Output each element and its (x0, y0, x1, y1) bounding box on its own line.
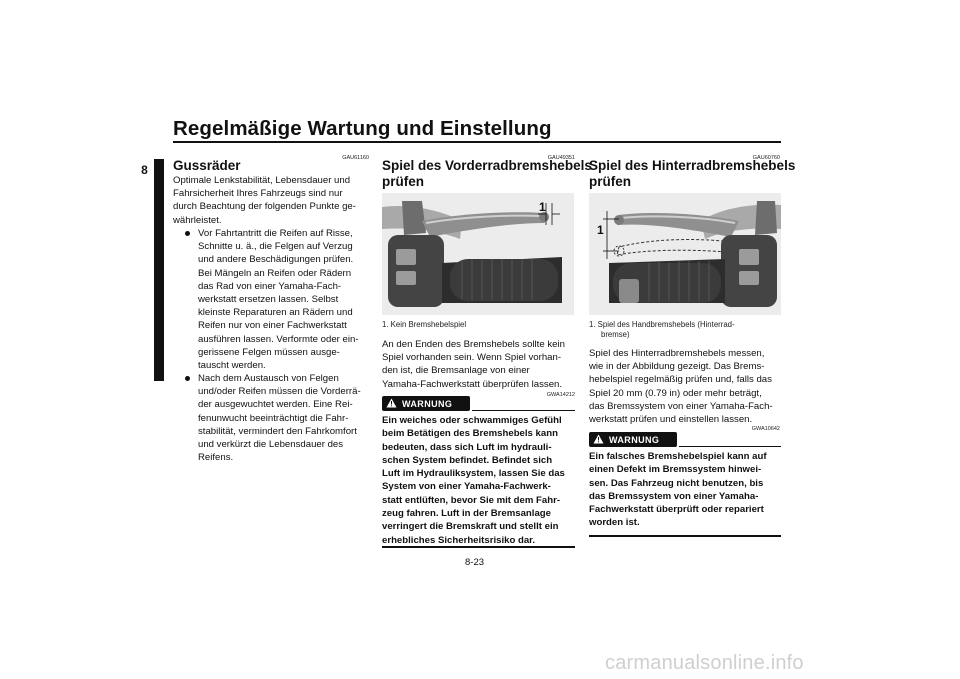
figure-front-brake-lever: 1 (382, 193, 574, 315)
warning-badge: WARNUNG (382, 396, 470, 411)
page-title: Regelmäßige Wartung und Einstellung (173, 117, 552, 140)
title-line: Spiel des Vorderradbremshebels (382, 158, 592, 173)
text-line: ausführen lassen. Verformte oder ein- (198, 333, 359, 345)
handlebar-illustration (382, 193, 574, 315)
figure-caption: 1. Spiel des Handbremshebels (Hinterrad-… (589, 320, 735, 340)
caption-line: bremse) (601, 330, 630, 339)
caption-line: 1. Spiel des Handbremshebels (Hinterrad- (589, 320, 735, 329)
text-line: werkstatt ersetzen lassen. Selbst (198, 294, 339, 306)
text-line: Fachwerkstatt überprüft oder repariert (589, 504, 764, 516)
warning-rule (679, 446, 781, 447)
text-line: erhebliches Sicherheitsrisiko dar. (382, 534, 536, 546)
warning-bottom-rule (589, 535, 781, 537)
warning-badge: WARNUNG (589, 432, 677, 447)
title-line: prüfen (382, 174, 424, 189)
text-line: beim Betätigen des Bremshebels kann (382, 428, 558, 440)
text-line: Luft im Hydrauliksystem, lassen Sie das (382, 468, 565, 480)
text-line: Optimale Lenkstabilität, Lebensdauer und (173, 175, 351, 186)
handlebar-illustration (589, 193, 781, 315)
title-line: prüfen (589, 174, 631, 189)
figure-callout-label: 1 (597, 223, 604, 237)
text-line: den ist, die Bremsanlage von einer (382, 365, 530, 377)
warning-rule (472, 410, 575, 411)
text-line: durch Beachtung der folgenden Punkte ge- (173, 201, 356, 213)
section-code: GAU61160 (342, 155, 369, 161)
text-line: gerissene Felgen müssen ausge- (198, 346, 340, 358)
text-line: fenunwucht beeinträchtigt die Fahr- (198, 412, 349, 424)
warning-code: GWA10642 (751, 426, 780, 432)
text-line: das Bremssystem von einer Yamaha-Fach- (589, 400, 773, 412)
text-line: währleistet. (173, 214, 222, 226)
bullet-icon (185, 231, 190, 236)
text-line: hebelspiel regelmäßig prüfen und, falls … (589, 374, 772, 386)
text-line: schen System befindet. Befindet sich (382, 454, 553, 466)
text-line: System von einer Yamaha-Fachwerk- (382, 481, 551, 493)
figure-caption: 1. Kein Bremshebelspiel (382, 320, 467, 329)
text-line: werkstatt prüfen und einstellen lassen. (589, 414, 753, 426)
body-paragraph: Spiel des Hinterradbremshebels messen, w… (589, 347, 785, 426)
text-line: Ein falsches Bremshebelspiel kann auf (589, 451, 767, 462)
text-line: Spiel 20 mm (0.79 in) oder mehr beträgt, (589, 387, 762, 399)
header-rule (173, 141, 781, 143)
text-line: und/oder Reifen müssen die Vorderrä- (198, 386, 361, 398)
text-line: Spiel des Hinterradbremshebels messen, (589, 348, 765, 359)
chapter-number: 8 (139, 163, 150, 177)
text-line: wie in der Abbildung gezeigt. Das Brems- (589, 361, 765, 373)
section-title-gussraeder: Gussräder (173, 158, 241, 173)
text-line: worden ist. (589, 517, 640, 529)
section-code: GAU60760 (752, 155, 780, 161)
text-line: An den Enden des Bremshebels sollte kein (382, 339, 565, 350)
page-number: 8-23 (465, 557, 485, 568)
text-line: Fahrsicherheit Ihres Fahrzeugs sind nur (173, 188, 343, 200)
warning-triangle-icon (386, 398, 397, 410)
warning-bottom-rule (382, 546, 575, 548)
text-line: Yamaha-Fachwerkstatt überprüfen lassen. (382, 378, 563, 390)
intro-paragraph: Optimale Lenkstabilität, Lebensdauer und… (173, 174, 371, 227)
bullet-text: Vor Fahrtantritt die Reifen auf Risse, S… (198, 227, 359, 372)
text-line: Spiel vorhanden sein. Wenn Spiel vorhan- (382, 352, 562, 364)
watermark: carmanualsonline.info (605, 652, 804, 674)
text-line: und andere Beschädigungen prüfen. (198, 254, 354, 266)
figure-callout-label: 1 (539, 200, 546, 214)
text-line: Schnitte u. ä., die Felgen auf Verzug (198, 241, 353, 253)
text-line: der ausgewuchtet werden. Eine Rei- (198, 399, 353, 411)
text-line: bedeuten, dass sich Luft im hydrauli- (382, 441, 552, 453)
section-title-hinterradbremshebel: Spiel des Hinterradbremshebels prüfen (589, 158, 795, 190)
text-line: sen. Das Fahrzeug nicht benutzen, bis (589, 477, 764, 489)
figure-rear-brake-lever: 1 (589, 193, 781, 315)
text-line: tauscht werden. (198, 360, 266, 372)
text-line: das Rad von einer Yamaha-Fach- (198, 280, 342, 292)
text-line: stabilität, vermindert den Fahrkomfort (198, 425, 357, 437)
text-line: das Bremssystem von einer Yamaha- (589, 490, 759, 502)
chapter-tab (154, 159, 164, 381)
text-line: Reifen nur von einer Fachwerkstatt (198, 320, 347, 332)
warning-triangle-icon (593, 434, 604, 446)
text-line: Bei Mängeln an Reifen oder Rädern (198, 267, 352, 279)
text-line: Ein weiches oder schwammiges Gefühl (382, 415, 562, 426)
text-line: zeug fahren. Luft in der Bremsanlage (382, 508, 551, 520)
text-line: statt entlüften, bevor Sie mit dem Fahr- (382, 494, 561, 506)
text-line: Nach dem Austausch von Felgen (198, 373, 339, 384)
warning-label: WARNUNG (609, 434, 660, 445)
section-code: GAU49351 (547, 155, 575, 161)
warning-label: WARNUNG (402, 398, 453, 409)
title-line: Spiel des Hinterradbremshebels (589, 158, 796, 173)
warning-code: GWA14212 (546, 392, 575, 398)
warning-text: Ein weiches oder schwammiges Gefühl beim… (382, 414, 578, 547)
text-line: Reifens. (198, 452, 234, 464)
bullet-icon (185, 376, 190, 381)
warning-text: Ein falsches Bremshebelspiel kann auf ei… (589, 450, 785, 530)
body-paragraph: An den Enden des Bremshebels sollte kein… (382, 338, 578, 391)
text-line: einen Defekt im Bremssystem hinwei- (589, 464, 762, 476)
text-line: Vor Fahrtantritt die Reifen auf Risse, (198, 228, 353, 239)
text-line: verringert die Bremskraft und stellt ein (382, 521, 559, 533)
text-line: und verkürzt die Lebensdauer des (198, 439, 344, 451)
section-title-vorderradbremshebel: Spiel des Vorderradbremshebels prüfen (382, 158, 592, 190)
text-line: kleinste Reparaturen an Rädern und (198, 307, 353, 319)
bullet-text: Nach dem Austausch von Felgen und/oder R… (198, 372, 361, 464)
